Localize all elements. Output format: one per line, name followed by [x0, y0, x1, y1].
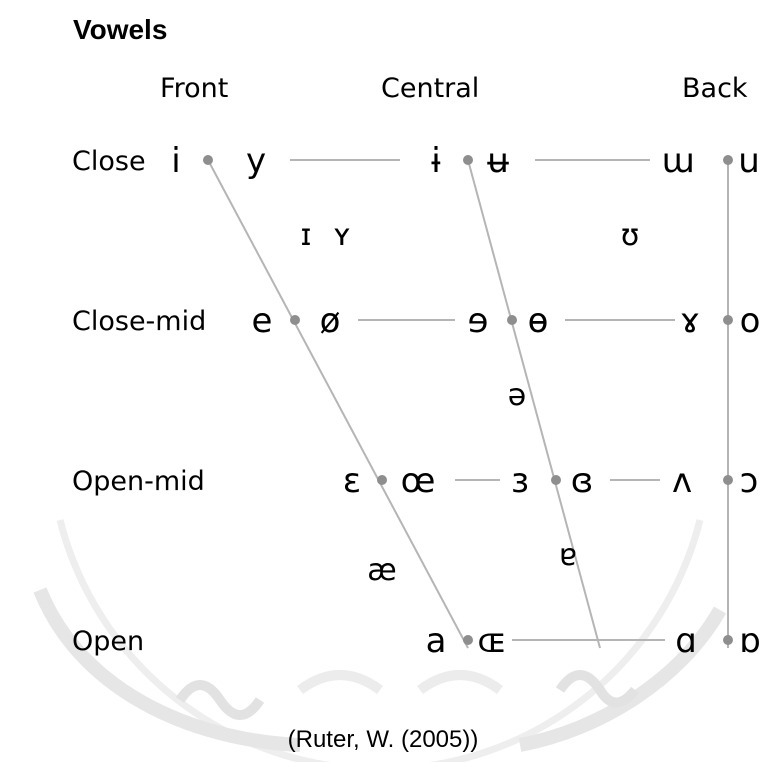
vowel-near-close-back: ʊ	[621, 218, 640, 253]
vowel-close-mid-unrounded-central: ɘ	[468, 301, 489, 341]
watermark-top-shape	[297, 670, 503, 695]
front-diagonal	[207, 159, 469, 649]
vowel-close-rounded-central: ʉ	[487, 141, 509, 181]
vowel-open-rounded-back: ɒ	[739, 621, 761, 661]
dot-close-mid-back	[723, 315, 733, 325]
vowel-close-mid-unrounded-front: e	[252, 301, 273, 341]
vowel-open-mid-unrounded-back: ʌ	[672, 461, 692, 501]
vowel-open-mid-rounded-front: œ	[401, 461, 436, 501]
vowel-close-unrounded-central: ɨ	[431, 141, 440, 181]
figure-caption: (Ruter, W. (2005))	[287, 726, 479, 753]
vowel-close-mid-rounded-central: ɵ	[528, 301, 549, 341]
dot-close-mid-central	[507, 315, 517, 325]
vowel-trapezoid: i y ɨ ʉ ɯ u ɪ ʏ ʊ e ø ɘ ɵ ɤ o ə ɛ œ ɜ ɞ …	[171, 141, 761, 661]
row-open: Open	[72, 626, 145, 657]
vowel-open-mid-rounded-back: ɔ	[740, 461, 759, 501]
vowel-open-unrounded-back: ɑ	[675, 621, 697, 661]
vowel-near-close-front-rounded: ʏ	[333, 218, 351, 253]
vowel-close-mid-rounded-front: ø	[320, 301, 341, 341]
vowel-close-unrounded-front: i	[171, 141, 180, 181]
vowel-close-mid-rounded-back: o	[740, 301, 761, 341]
central-diagonal	[467, 159, 601, 649]
column-back: Back	[682, 73, 748, 104]
vowel-near-close-front-unrounded: ɪ	[300, 218, 311, 253]
dot-open-front	[463, 635, 473, 645]
vowel-open-rounded-front: ɶ	[477, 621, 506, 661]
watermark-arc	[56, 519, 704, 762]
vowel-close-unrounded-back: ɯ	[661, 141, 694, 181]
row-close: Close	[72, 146, 146, 177]
dot-open-mid-back	[723, 475, 733, 485]
vowel-open-mid-unrounded-central: ɜ	[511, 461, 529, 501]
dot-open-mid-front	[377, 475, 387, 485]
watermark-glyph	[175, 670, 639, 720]
vowel-open-mid-unrounded-front: ɛ	[343, 461, 361, 501]
chart-title: Vowels	[73, 14, 168, 45]
dot-open-back	[723, 635, 733, 645]
dot-close-front	[203, 155, 213, 165]
vowel-close-rounded-back: u	[738, 141, 760, 181]
column-central: Central	[381, 73, 480, 104]
vowel-close-mid-unrounded-back: ɤ	[680, 301, 700, 341]
vowel-near-open-central: ɐ	[559, 538, 577, 573]
vowel-open-unrounded-front: a	[426, 621, 447, 661]
vowel-open-mid-rounded-central: ɞ	[571, 461, 594, 501]
dot-open-mid-central	[551, 475, 561, 485]
watermark-arc-inner	[33, 587, 301, 752]
vowel-close-rounded-front: y	[246, 141, 266, 181]
vowel-mid-central: ə	[508, 378, 526, 413]
dot-close-back	[723, 155, 733, 165]
watermark-arc-right	[518, 606, 727, 752]
vowel-near-open-front: æ	[367, 553, 396, 588]
dot-close-mid-front	[290, 315, 300, 325]
row-close-mid: Close-mid	[72, 306, 207, 337]
column-front: Front	[160, 73, 229, 104]
row-open-mid: Open-mid	[72, 466, 205, 497]
dot-close-central	[463, 155, 473, 165]
